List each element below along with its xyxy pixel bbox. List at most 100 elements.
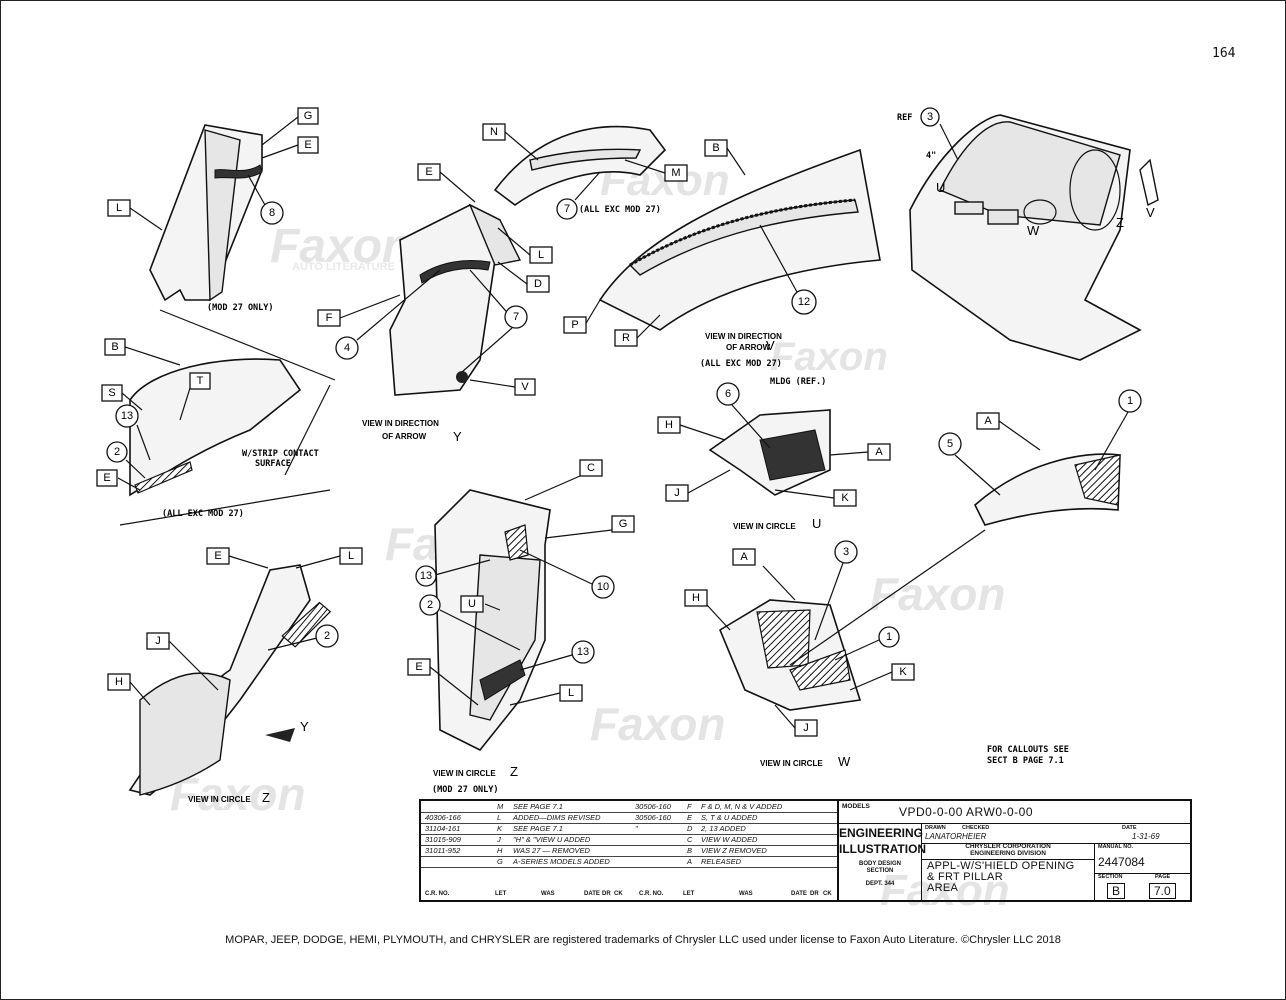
surface-note: SURFACE [255, 459, 291, 469]
callout-b: B [712, 142, 719, 154]
callout-l-box [339, 547, 363, 565]
watermark-brand: Faxon [770, 335, 888, 379]
arrow-y-letter: Y [300, 719, 309, 734]
four-inch-dim: 4" [926, 151, 936, 161]
watermark-brand: Faxon [880, 866, 1010, 915]
rev-let: K [497, 824, 503, 833]
rev-was: ADDED—DIMS REVISED [513, 813, 601, 822]
all-exc-mod27-note: (ALL EXC MOD 27) [579, 205, 661, 215]
rev-was: WAS 27 — REMOVED [513, 846, 590, 855]
division-name: ENGINEERING DIVISION [970, 850, 1046, 857]
callout-13: 13 [420, 570, 432, 582]
title-block: M SEE PAGE 7.1 30506-160 F F & D, M, N &… [419, 799, 1192, 902]
callout-k: K [899, 666, 907, 678]
rev-was2: VIEW Z REMOVED [701, 846, 767, 855]
watermark-brand: Faxon [590, 698, 725, 750]
callout-m-box [664, 164, 688, 182]
rev-let: G [497, 857, 503, 866]
callout-e-box [206, 547, 230, 565]
pillar-view-all-exc-mod27 [119, 358, 331, 526]
callout-a: A [875, 446, 883, 458]
for-callouts-note-1: FOR CALLOUTS SEE [987, 745, 1069, 755]
engineering-illustration-box: ENGINEERING ILLUSTRATION BODY DESIGN SEC… [839, 823, 926, 900]
models-row: MODELS VPD0-0-00 ARW0-0-00 [839, 801, 1190, 824]
col-header: LET [495, 891, 507, 897]
callout-10: 10 [597, 581, 609, 593]
callout-6: 6 [725, 388, 731, 400]
signature-row: DRAWN CHECKED DATE LANATOR HEIER 1-31-69 [922, 823, 1190, 844]
section-code: B [1107, 883, 1126, 899]
dept-label: DEPT. 344 [865, 881, 895, 887]
callout-a-box [976, 412, 1000, 430]
callout-d-box [526, 275, 550, 293]
callout-l: L [116, 202, 122, 214]
rev-was: A-SERIES MODELS ADDED [513, 857, 610, 866]
callout-13-circle [115, 404, 139, 428]
all-exc-mod27-note: (ALL EXC MOD 27) [162, 509, 244, 519]
callout-13: 13 [577, 646, 589, 658]
rev-cr: 31011-952 [425, 846, 461, 855]
rev-was2: F & D, M, N & V ADDED [701, 802, 783, 811]
callout-a-box [732, 548, 756, 566]
callout-h-box [107, 673, 131, 691]
seal-section-drawing [974, 453, 1121, 526]
callout-s: S [108, 387, 115, 399]
rev-was: "H" & "VIEW U ADDED [513, 835, 591, 844]
callout-12-circle [791, 289, 817, 315]
checked-label: CHECKED [962, 825, 990, 831]
callout-13-circle [415, 565, 437, 587]
rev-let2: B [687, 846, 693, 855]
view-arrow-y-caption-2: OF ARROW [382, 432, 427, 441]
col-header: DATE [791, 891, 807, 897]
section-label: SECTION [1098, 874, 1123, 880]
callout-7: 7 [513, 311, 519, 323]
view-arrow-v-letter: V [766, 338, 775, 353]
rev-was: SEE PAGE 7.1 [513, 802, 563, 811]
title-block-right: MODELS VPD0-0-00 ARW0-0-00 ENGINEERING I… [839, 801, 1191, 900]
rev-cr: 40306-166 [425, 813, 461, 822]
callout-4: 4 [344, 342, 350, 354]
view-circle-u-letter: U [812, 516, 821, 531]
view-circle-w-letter: W [838, 754, 851, 769]
section-page-box: SECTION PAGE B 7.0 [1094, 873, 1191, 900]
callout-g-box [297, 107, 319, 125]
arrow-u-letter: U [936, 180, 945, 195]
page-number: 164 [1212, 46, 1236, 61]
callout-3: 3 [927, 111, 933, 123]
callout-j: J [674, 487, 680, 499]
view-circle-z-caption: VIEW IN CIRCLE [433, 769, 496, 778]
pillar-view-circle-z [128, 564, 332, 796]
callout-1: 1 [886, 631, 892, 643]
callout-e: E [103, 472, 110, 484]
revision-row: 40306-166 L ADDED—DIMS REVISED 30506-160… [421, 812, 837, 824]
view-circle-w-caption: VIEW IN CIRCLE [760, 759, 823, 768]
drawn-label: DRAWN [925, 825, 946, 831]
callouts: G E L 8 (MOD 27 ONLY) E L D F 4 7 V VIEW [96, 107, 1159, 805]
callout-l-box [107, 199, 131, 217]
callout-a-box [867, 443, 891, 461]
mod27-only-note: (MOD 27 ONLY) [432, 785, 499, 795]
callout-7-circle [556, 198, 578, 220]
view-arrow-v-caption-1: VIEW IN DIRECTION [705, 332, 782, 341]
callout-k-box [833, 489, 857, 507]
revision-row: 31104-161 K SEE PAGE 7.1 " D 2, 13 ADDED [421, 823, 837, 835]
revision-row: M SEE PAGE 7.1 30506-160 F F & D, M, N &… [421, 801, 837, 813]
arrow-v-letter: V [1146, 205, 1155, 220]
callout-b: B [111, 341, 118, 353]
callout-e: E [425, 166, 432, 178]
callout-k: K [841, 492, 849, 504]
models-label: MODELS [842, 803, 870, 810]
callout-c-box [579, 459, 603, 477]
view-arrow-y-caption-1: VIEW IN DIRECTION [362, 419, 439, 428]
rev-cr2: " [635, 824, 638, 833]
manual-label: MANUAL NO. [1098, 844, 1134, 850]
callout-13: 13 [121, 410, 133, 422]
watermark-brand: Faxon [270, 220, 411, 273]
callout-e-box [407, 658, 431, 676]
callout-p: P [571, 319, 578, 331]
rev-let2: E [687, 813, 693, 822]
callout-e: E [415, 661, 422, 673]
arrow-v-icon [1139, 158, 1159, 207]
body-design-label: BODY DESIGN [859, 861, 901, 867]
rev-let2: D [687, 824, 693, 833]
